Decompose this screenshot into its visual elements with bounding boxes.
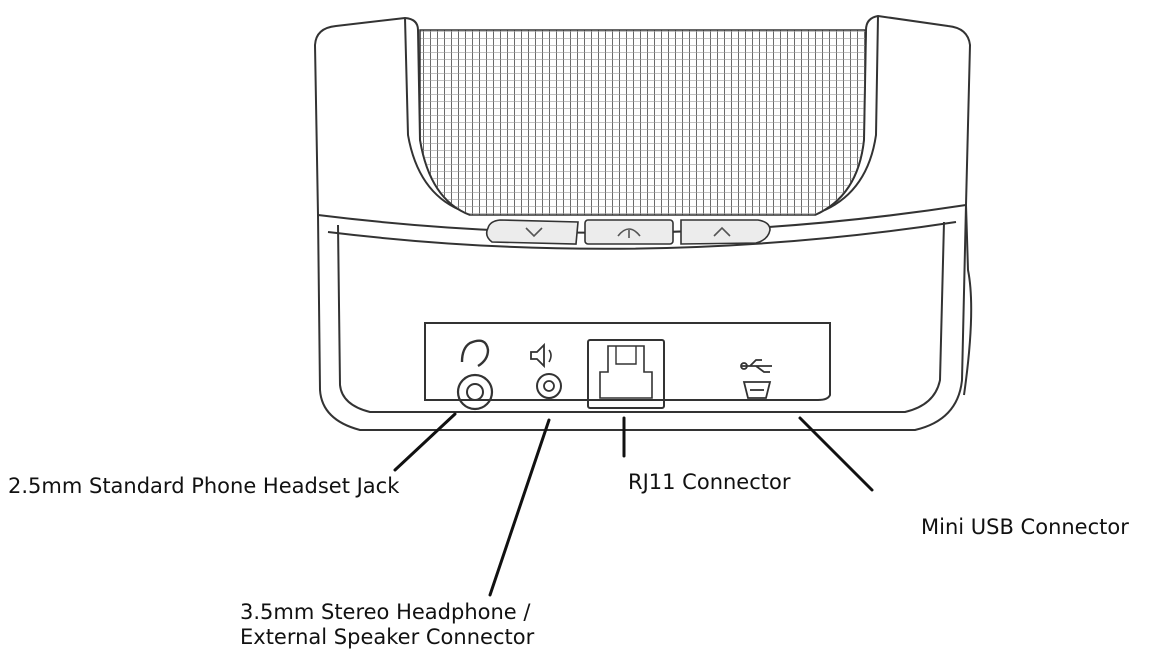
rj11-housing <box>587 339 665 409</box>
stereo-jack-inner <box>543 380 555 392</box>
callout-stereo-connector: 3.5mm Stereo Headphone / External Speake… <box>240 600 534 650</box>
leader-line-stereo <box>488 418 551 597</box>
stereo-jack-outer <box>536 373 562 399</box>
right-arm-inner-edge <box>824 15 879 211</box>
headset-jack <box>456 339 494 411</box>
sound-wave-icon <box>548 349 552 363</box>
chevron-down-icon <box>525 227 543 238</box>
button-glyphs <box>525 226 731 238</box>
callout-headset-jack: 2.5mm Standard Phone Headset Jack <box>8 474 400 498</box>
mini-usb-port <box>740 359 772 399</box>
callout-rj11-connector: RJ11 Connector <box>628 470 791 494</box>
chevron-up-icon <box>713 226 731 237</box>
stereo-jack <box>530 342 562 399</box>
top-shelf-lower <box>327 221 957 250</box>
usb-icon <box>740 359 772 373</box>
callout-mini-usb-connector: Mini USB Connector <box>921 515 1129 539</box>
leader-line-headset <box>393 412 457 472</box>
leader-lines <box>393 412 874 597</box>
speaker-grille <box>419 29 867 216</box>
headset-jack-inner <box>466 383 484 401</box>
callout-stereo-line-1: 3.5mm Stereo Headphone / <box>240 600 531 624</box>
rj11-clip <box>615 346 637 365</box>
leader-line-usb <box>798 416 874 492</box>
headset-icon <box>460 339 490 368</box>
button-volume-down <box>485 219 579 245</box>
left-arm-inner-edge <box>404 17 461 211</box>
callout-stereo-line-2: External Speaker Connector <box>240 625 535 649</box>
front-panel <box>337 221 945 413</box>
phone-icon <box>617 228 641 238</box>
connector-panel <box>424 322 831 401</box>
speaker-icon <box>530 342 545 369</box>
headset-jack-outer <box>456 373 494 411</box>
rj11-socket <box>599 345 653 399</box>
rj11-port <box>587 339 665 409</box>
usb-socket <box>742 381 772 399</box>
right-side-fin <box>963 204 973 396</box>
